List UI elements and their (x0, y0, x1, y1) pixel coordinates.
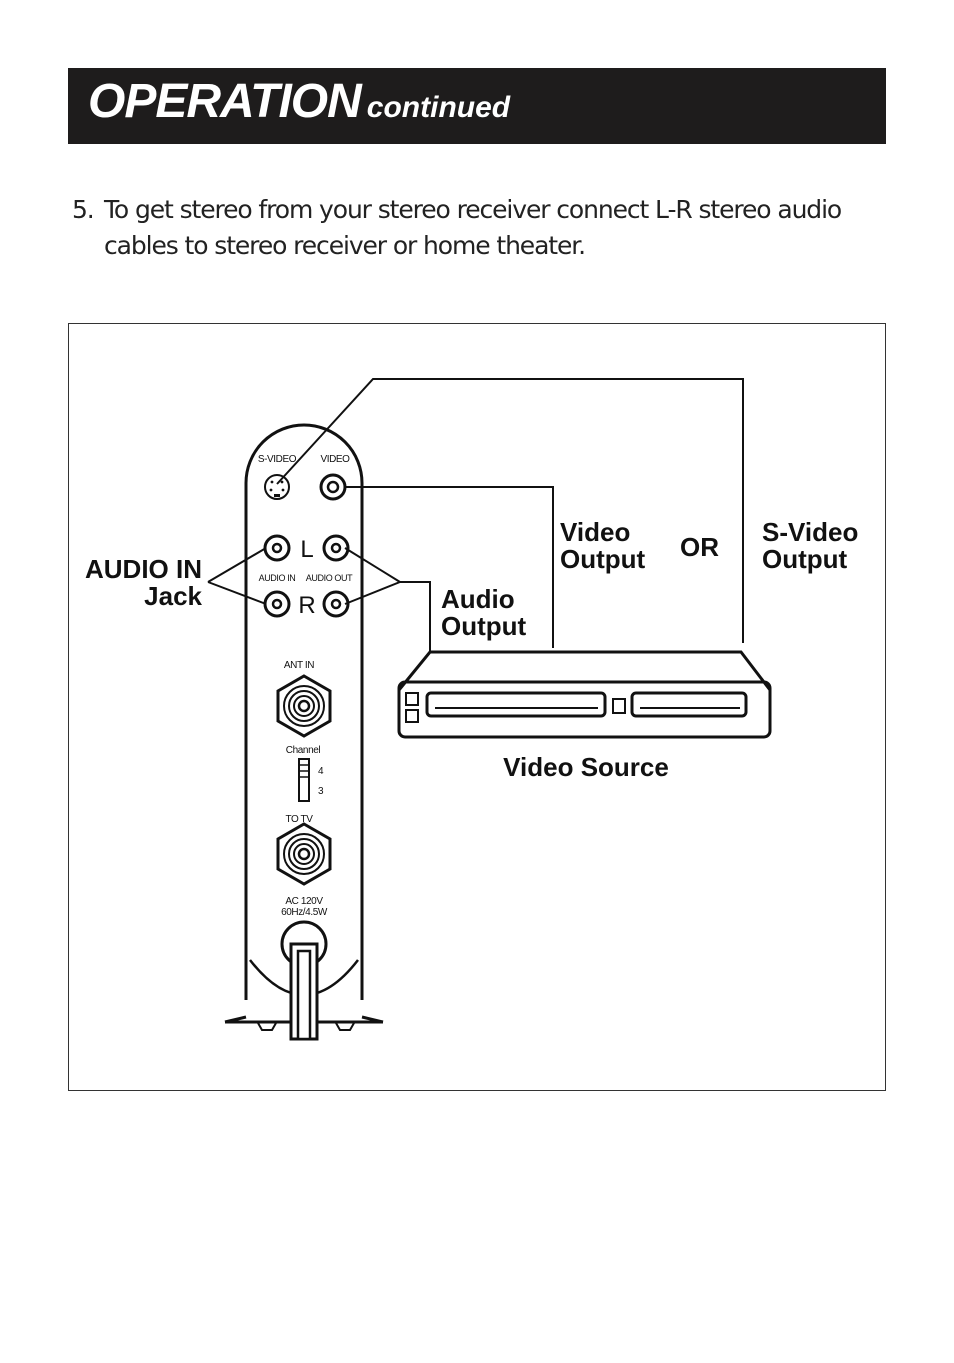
video-source-label: Video Source (503, 752, 669, 782)
audio-in-label: AUDIO IN (259, 573, 296, 583)
foot-left (257, 1022, 277, 1031)
foot-right (335, 1022, 355, 1031)
disc-slot-right (630, 691, 748, 718)
instruction-step: 5. To get stereo from your stereo receiv… (72, 192, 902, 264)
ant-in-connector (276, 674, 332, 738)
audio-output-line2: Output (441, 611, 527, 641)
video-output-line2: Output (560, 544, 646, 574)
video-source-top (397, 650, 772, 691)
disc-slot-left (425, 691, 607, 718)
step-text: To get stereo from your stereo receiver … (104, 195, 842, 260)
svideo-cable (276, 378, 744, 643)
svideo-output-line2: Output (762, 544, 848, 574)
left-channel-label: L (300, 536, 313, 563)
video-output-line1: Video (560, 517, 630, 547)
step-number: 5. (72, 195, 95, 224)
or-label: OR (680, 532, 719, 562)
audio-in-callout-line2: Jack (144, 581, 202, 611)
video-jack (319, 473, 347, 501)
audio-out-pointer (344, 547, 431, 652)
header-title: OPERATION (88, 75, 362, 128)
right-channel-label: R (298, 592, 315, 619)
ac-label-line2: 60Hz/4.5W (281, 907, 328, 918)
video-source-body (397, 680, 772, 739)
channel-switch (298, 758, 310, 802)
audio-out-label: AUDIO OUT (306, 573, 353, 583)
header-subtitle: continued (366, 91, 511, 124)
video-label: VIDEO (320, 454, 350, 465)
s-video-label: S-VIDEO (258, 454, 297, 465)
channel-4-label: 4 (318, 766, 324, 777)
audio-output-line1: Audio (441, 584, 515, 614)
audio-in-r-jack (263, 590, 291, 618)
channel-label: Channel (286, 745, 321, 756)
audio-out-l-jack (322, 534, 350, 562)
diagram-frame (68, 323, 886, 1091)
svideo-jack (264, 474, 290, 500)
channel-3-label: 3 (318, 786, 324, 797)
ac-label-line1: AC 120V (285, 896, 323, 907)
audio-in-callout-line1: AUDIO IN (85, 554, 202, 584)
to-tv-label: TO TV (285, 814, 313, 825)
audio-in-l-jack (263, 534, 291, 562)
svideo-output-line1: S-Video (762, 517, 858, 547)
converter-body (244, 423, 364, 1000)
video-cable (344, 486, 554, 648)
ant-in-label: ANT IN (284, 660, 314, 671)
to-tv-connector (276, 822, 332, 886)
audio-out-r-jack (322, 590, 350, 618)
audio-in-pointer (207, 547, 267, 605)
